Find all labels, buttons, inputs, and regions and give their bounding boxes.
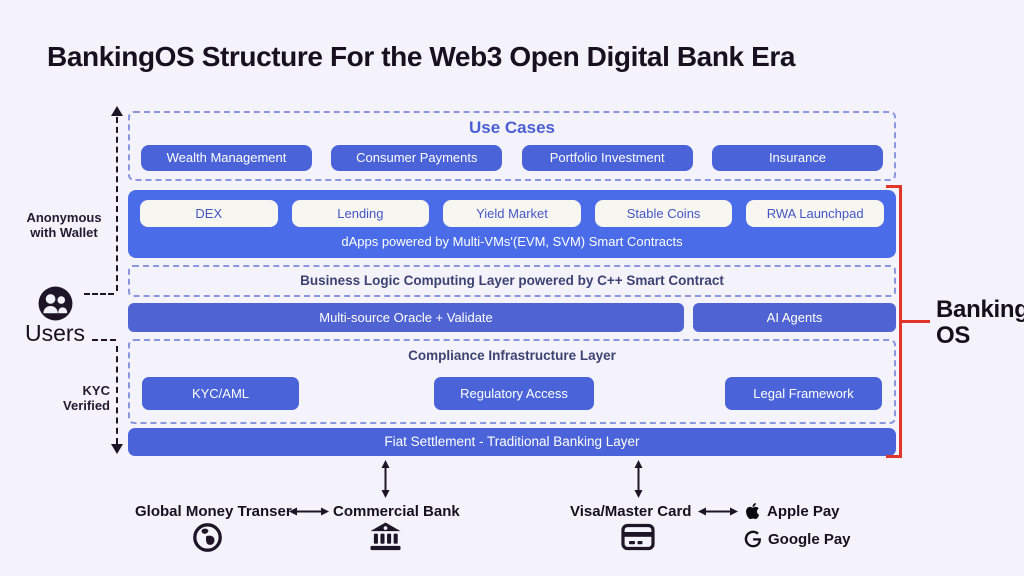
compliance-kyc-aml: KYC/AML <box>142 377 299 410</box>
left-dashed-line-bottom <box>116 346 118 444</box>
bracket-tick <box>902 320 930 323</box>
kyc-verified-label: KYC Verified <box>63 383 110 413</box>
down-arrowhead-icon <box>111 444 123 454</box>
compliance-regulatory-access: Regulatory Access <box>434 377 594 410</box>
business-logic-layer: Business Logic Computing Layer powered b… <box>128 265 896 297</box>
use-case-wealth-management: Wealth Management <box>141 145 312 171</box>
up-arrowhead-icon <box>111 106 123 116</box>
bank-icon <box>370 522 401 551</box>
oracle-ai-row: Multi-source Oracle + Validate AI Agents <box>128 303 896 332</box>
visa-master-card-label: Visa/Master Card <box>570 503 692 520</box>
bracket-vertical <box>899 185 902 458</box>
dapp-dex: DEX <box>140 200 278 227</box>
google-pay-label: Google Pay <box>768 531 851 548</box>
page-title: BankingOS Structure For the Web3 Open Di… <box>47 41 796 72</box>
commercial-bank-label: Commercial Bank <box>333 503 460 520</box>
global-money-transfer-label: Global Money Transer <box>135 503 292 520</box>
users-icon <box>37 285 74 322</box>
dapp-stable-coins: Stable Coins <box>594 200 733 227</box>
users-label: Users <box>24 320 86 346</box>
dapps-row: DEX Lending Yield Market Stable Coins RW… <box>128 190 896 227</box>
dashed-connector-users-label <box>92 339 116 341</box>
left-dashed-line-top <box>116 117 118 291</box>
dapp-yield-market: Yield Market <box>443 200 581 227</box>
ai-agents-bar: AI Agents <box>693 303 896 332</box>
banking-os-label: Banking OS <box>936 296 1024 349</box>
use-case-portfolio-investment: Portfolio Investment <box>521 145 693 171</box>
globe-icon <box>192 522 223 553</box>
bracket-bottom-arm <box>886 455 899 458</box>
bracket-top-arm <box>886 185 899 188</box>
dapp-lending: Lending <box>291 200 430 227</box>
business-logic-label: Business Logic Computing Layer powered b… <box>300 273 724 288</box>
use-case-insurance: Insurance <box>711 145 883 171</box>
multi-source-oracle-bar: Multi-source Oracle + Validate <box>128 303 684 332</box>
use-case-consumer-payments: Consumer Payments <box>331 145 503 171</box>
use-cases-layer: Use Cases Wealth Management Consumer Pay… <box>128 111 896 181</box>
dapps-caption: dApps powered by Multi-VMs'(EVM, SVM) Sm… <box>341 234 683 249</box>
dapp-rwa-launchpad: RWA Launchpad <box>746 200 884 227</box>
compliance-title: Compliance Infrastructure Layer <box>408 348 616 363</box>
compliance-legal-framework: Legal Framework <box>725 377 882 410</box>
use-cases-row: Wealth Management Consumer Payments Port… <box>130 138 894 171</box>
dashed-connector-users-icon <box>84 293 114 295</box>
dapps-layer: DEX Lending Yield Market Stable Coins RW… <box>128 190 896 258</box>
credit-card-icon <box>621 523 655 551</box>
fiat-settlement-bar: Fiat Settlement - Traditional Banking La… <box>128 428 896 456</box>
horizontal-double-arrow-right <box>698 505 738 518</box>
google-logo-icon <box>743 529 763 549</box>
apple-pay-label: Apple Pay <box>767 503 840 520</box>
horizontal-double-arrow-left <box>289 505 329 518</box>
compliance-layer: Compliance Infrastructure Layer KYC/AML … <box>128 339 896 424</box>
anonymous-with-wallet-label: Anonymous with Wallet <box>26 210 102 240</box>
apple-logo-icon <box>742 499 763 523</box>
vertical-double-arrow-left <box>379 460 392 498</box>
use-cases-title: Use Cases <box>468 118 555 137</box>
vertical-double-arrow-right <box>632 460 645 498</box>
